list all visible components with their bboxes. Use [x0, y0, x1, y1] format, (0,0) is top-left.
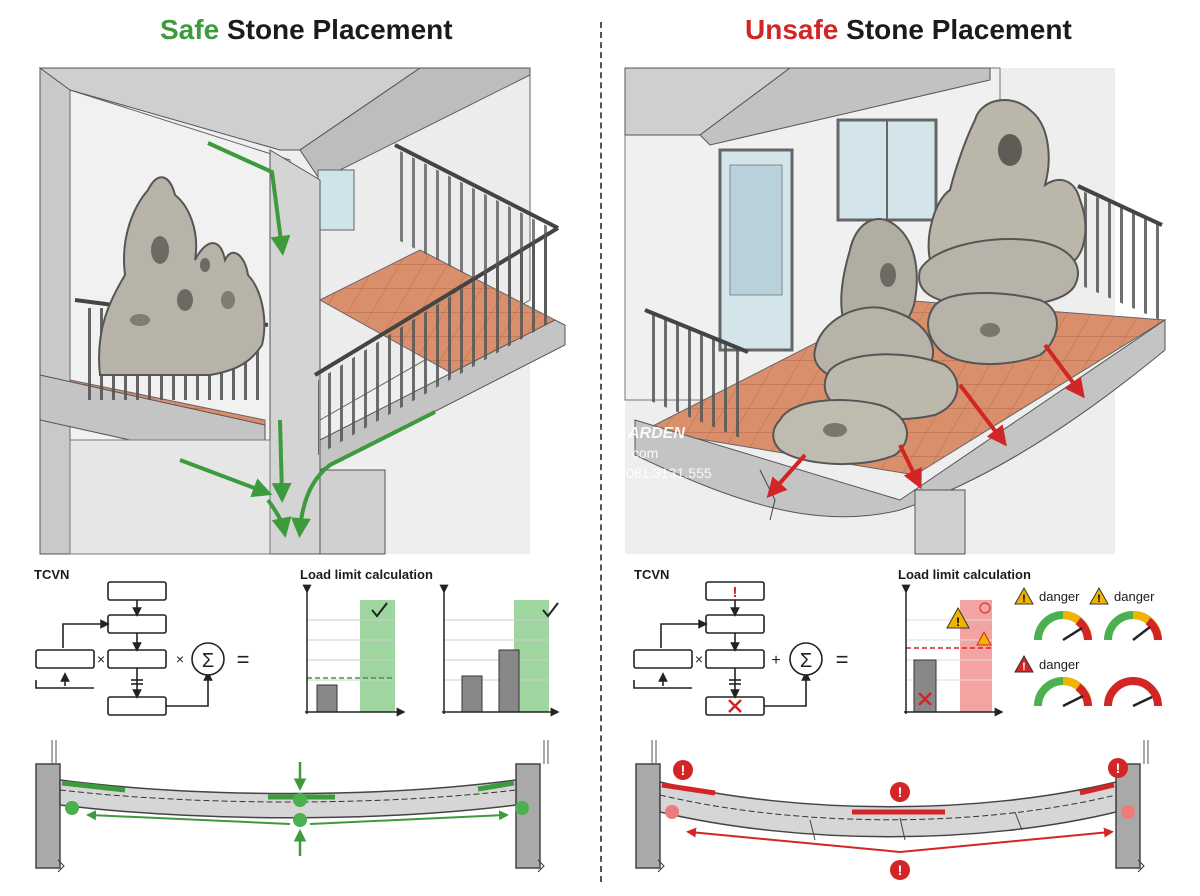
warning-triangle-icon [946, 606, 970, 629]
unsafe-title: Unsafe Stone Placement [745, 14, 1072, 46]
gauge-3 [1034, 677, 1092, 708]
safe-load-limit-label: Load limit calculation [300, 567, 433, 582]
unsafe-flowchart [633, 581, 823, 716]
check-icon [371, 602, 388, 618]
exclamation-icon: ! [733, 584, 738, 601]
sigma-icon: Σ [800, 650, 812, 672]
safe-stone-sculpture [98, 176, 266, 376]
safe-load-chart-2 [439, 584, 560, 717]
watermark-brand: ARDEN [627, 425, 685, 442]
safe-title: Safe Stone Placement [160, 14, 453, 46]
warning-triangle-icon [1089, 586, 1109, 605]
x-icon [728, 699, 742, 713]
x-icon [918, 692, 932, 706]
svg-text:!: ! [1097, 593, 1101, 605]
gauge-1 [1034, 611, 1092, 642]
equals-sign: = [237, 647, 250, 672]
multiply-sign-3: × [695, 651, 703, 667]
danger-label-3: danger [1039, 657, 1080, 672]
unsafe-load-chart: ! [901, 584, 1004, 717]
gauge-4 [1104, 677, 1162, 708]
svg-text:!: ! [898, 784, 903, 800]
svg-text:!: ! [956, 615, 960, 629]
multiply-sign-2: × [176, 651, 184, 667]
unsafe-tcvn-label: TCVN [634, 567, 670, 582]
unsafe-load-limit-label: Load limit calculation [898, 567, 1031, 582]
safe-tcvn-label: TCVN [34, 567, 70, 582]
danger-label-1: danger [1039, 589, 1080, 604]
watermark-phone: 081.3131.555 [626, 465, 712, 481]
warning-triangle-icon [976, 630, 992, 646]
unsafe-stone-pile [772, 99, 1087, 466]
svg-text:!: ! [1116, 760, 1121, 776]
unsafe-title-prefix: Unsafe [745, 14, 839, 45]
plus-sign: + [771, 652, 780, 669]
check-icon [542, 602, 559, 618]
svg-text:!: ! [1022, 661, 1026, 673]
unsafe-railing [644, 184, 1163, 440]
safe-title-prefix: Safe [160, 14, 220, 45]
safe-balcony-illustration [38, 67, 566, 555]
watermark: ARDEN .com 081.3131.555 [626, 425, 712, 481]
safe-title-suffix: Stone Placement [226, 14, 453, 45]
unsafe-beam-diagram: ! ! ! ! [635, 740, 1149, 880]
multiply-sign: × [97, 651, 105, 667]
watermark-domain: .com [628, 445, 658, 461]
safe-flowchart [35, 581, 225, 716]
equals-sign-2: = [836, 647, 849, 672]
safe-load-chart-1 [302, 584, 406, 717]
safe-load-path-arrows [179, 141, 436, 538]
svg-text:!: ! [898, 862, 903, 878]
danger-label-2: danger [1114, 589, 1155, 604]
warning-triangle-icon [1014, 586, 1034, 605]
svg-text:!: ! [1022, 593, 1026, 605]
warning-triangle-icon [1014, 654, 1034, 673]
unsafe-load-arrows [766, 343, 1085, 498]
sigma-icon: Σ [202, 650, 214, 672]
gauge-2 [1104, 611, 1162, 641]
safe-beam-diagram [35, 740, 549, 873]
center-divider [600, 22, 602, 882]
danger-gauges: ! ! ! [1014, 586, 1162, 708]
unsafe-balcony-illustration [624, 67, 1167, 555]
svg-text:!: ! [681, 762, 686, 778]
unsafe-title-suffix: Stone Placement [846, 14, 1072, 45]
